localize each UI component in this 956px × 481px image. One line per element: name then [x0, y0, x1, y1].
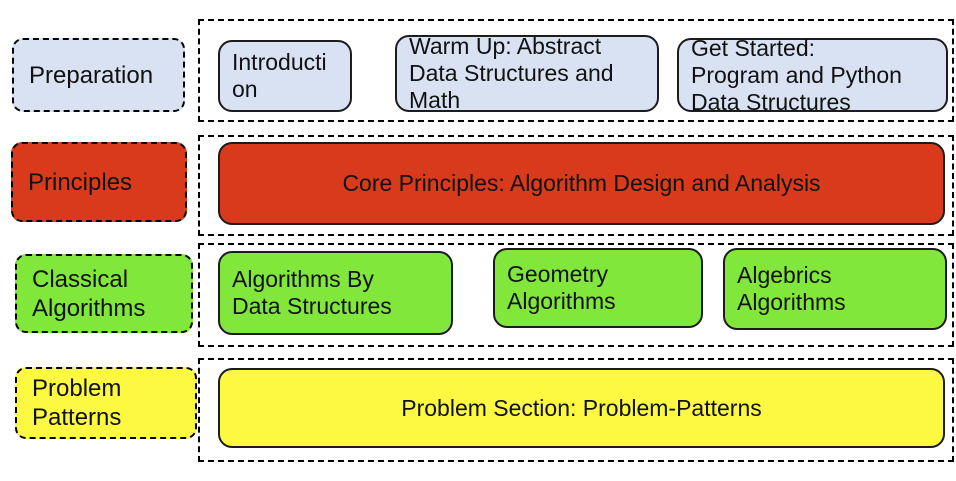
stage-label-problem-patterns: Problem Patterns	[15, 367, 197, 439]
stage-label-principles: Principles	[11, 142, 187, 222]
course-box-warm-up: Warm Up: Abstract Data Structures and Ma…	[395, 33, 659, 113]
course-box-geometry-algorithms: Geometry Algorithms	[493, 248, 703, 328]
stage-label-text: Problem Patterns	[32, 375, 122, 431]
course-box-text: Core Principles: Algorithm Design and An…	[342, 170, 821, 196]
course-box-get-started: Get Started: Program and Python Data Str…	[677, 35, 948, 115]
course-box-text: Algebrics Algorithms	[737, 262, 846, 315]
stage-group-principles	[198, 135, 954, 236]
stage-label-preparation: Preparation	[12, 38, 185, 112]
stage-group-preparation	[198, 19, 954, 122]
course-box-text: Geometry Algorithms	[507, 261, 616, 314]
stage-label-text: Preparation	[29, 61, 154, 89]
stage-group-problem-patterns	[198, 358, 954, 462]
course-box-text: Introduction	[232, 49, 327, 102]
stage-label-text: Principles	[28, 168, 133, 196]
course-box-text: Get Started: Program and Python Data Str…	[691, 34, 902, 115]
course-box-text: Problem Section: Problem-Patterns	[401, 394, 762, 421]
course-box-text: Warm Up: Abstract Data Structures and Ma…	[409, 33, 614, 113]
course-box-text: Algorithms By Data Structures	[232, 266, 392, 319]
stage-group-classical-algorithms	[198, 243, 954, 347]
course-box-introduction: Introduction	[218, 40, 352, 112]
course-box-algebrics-algorithms: Algebrics Algorithms	[723, 248, 947, 330]
stage-label-classical-algorithms: Classical Algorithms	[15, 254, 193, 333]
course-box-problem-section: Problem Section: Problem-Patterns	[218, 368, 945, 448]
course-box-core-principles: Core Principles: Algorithm Design and An…	[218, 142, 945, 225]
stage-label-text: Classical Algorithms	[32, 265, 146, 322]
course-box-algorithms-by-data-structures: Algorithms By Data Structures	[218, 251, 453, 335]
